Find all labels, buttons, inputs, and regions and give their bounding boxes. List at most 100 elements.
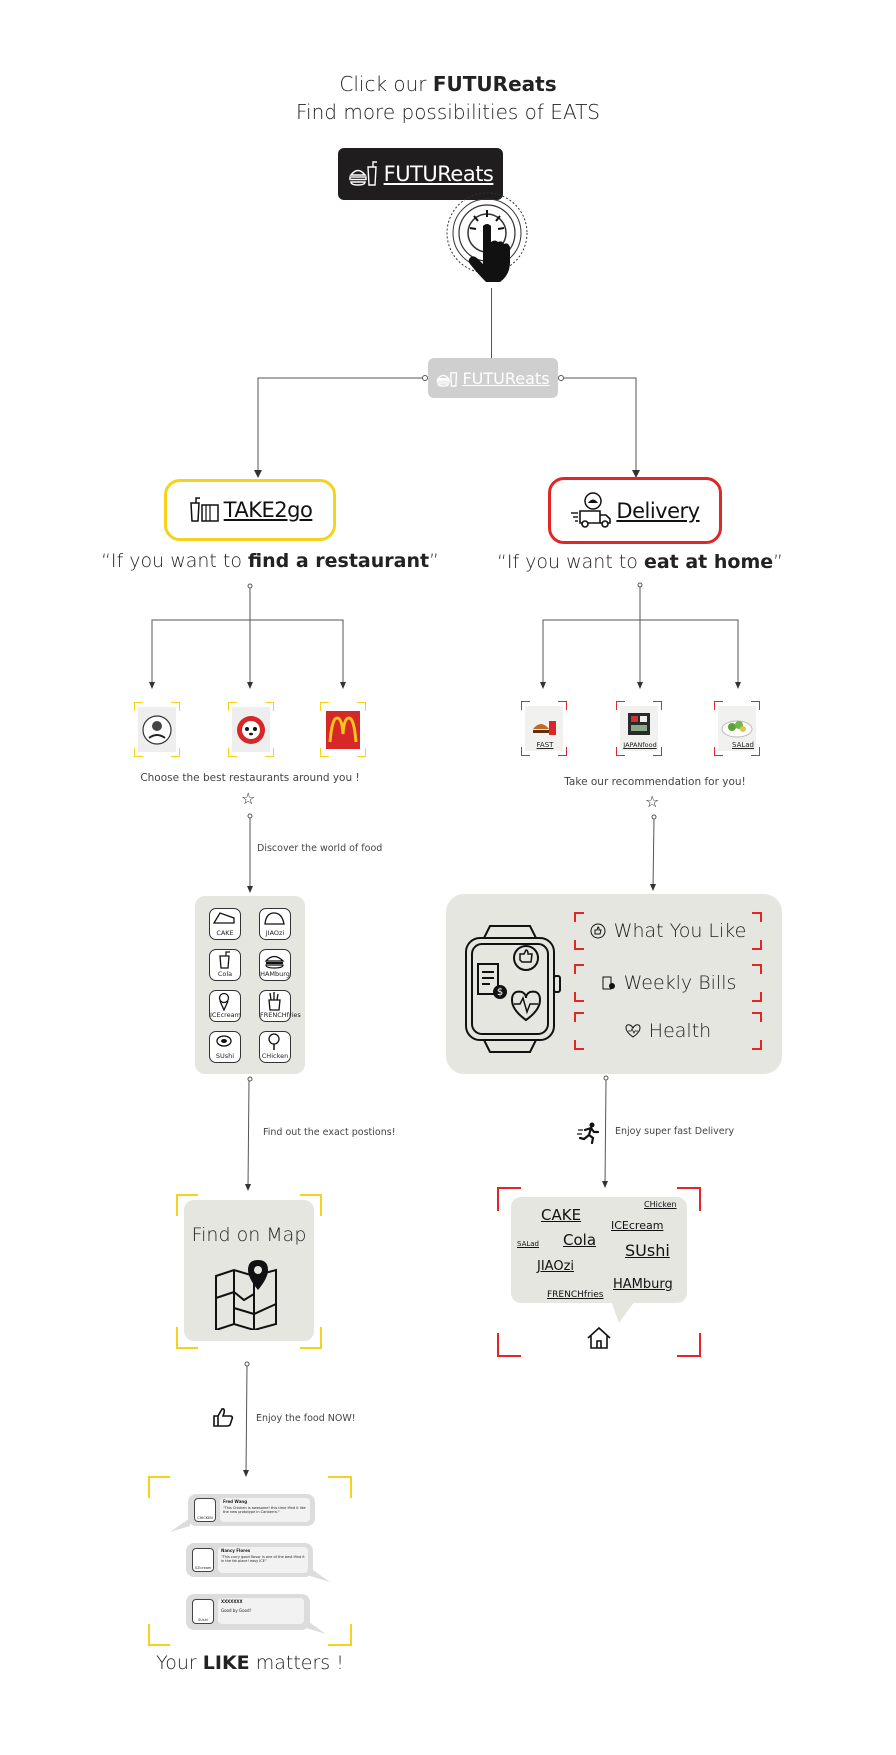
take2go-quote-bold: find a restaurant xyxy=(248,550,430,572)
food-tile-icecream[interactable]: ICEcream xyxy=(209,990,241,1022)
cloud-word-hamburg: HAMburg xyxy=(613,1277,673,1292)
food-label: SUshi xyxy=(215,1052,235,1060)
map-pin-icon xyxy=(215,1260,277,1330)
reviews-box xyxy=(148,1476,352,1646)
food-tile-jiaozi[interactable]: JIAOzi xyxy=(259,908,291,940)
fast-delivery-text: Enjoy super fast Delivery xyxy=(615,1126,735,1137)
review-body: Nancy Flores "This curry good flavor is … xyxy=(218,1547,308,1573)
food-label: Cola xyxy=(217,970,233,978)
choose-restaurants-text: Choose the best restaurants around you ! xyxy=(140,772,360,784)
recommend-thumb-japanfood[interactable]: JAPANfood xyxy=(615,700,663,757)
star-icon: ☆ xyxy=(241,789,256,808)
find-exact-text: Find out the exact postions! xyxy=(263,1127,396,1138)
restaurant-thumb-panda[interactable] xyxy=(227,701,275,758)
like-prefix: Your xyxy=(156,1652,203,1674)
bubble-tail xyxy=(170,1518,190,1532)
recommend-label-salad: SALad xyxy=(732,741,754,749)
food-tile-sushi[interactable]: SUshi xyxy=(209,1031,241,1063)
thumbs-up-icon xyxy=(590,923,606,939)
bill-icon xyxy=(602,976,615,990)
food-tile-cola[interactable]: Cola xyxy=(209,949,241,981)
food-label: JIAOzi xyxy=(265,929,285,937)
fries-icon xyxy=(268,992,281,1011)
option-health[interactable]: Health xyxy=(574,1012,762,1050)
futureats-hub: FUTUReats xyxy=(428,358,558,398)
kfc-logo-icon xyxy=(133,701,181,758)
review-bubble-2[interactable]: Nancy Flores "This curry good flavor is … xyxy=(186,1543,313,1577)
tap-hand-icon xyxy=(440,190,540,290)
cloud-word-salad: SALad xyxy=(517,1240,539,1248)
food-tile-chicken[interactable]: CHicken xyxy=(259,1031,291,1063)
cloud-word-chicken: CHicken xyxy=(644,1200,677,1209)
delivery-quote-prefix: “If you want to xyxy=(497,551,644,573)
recommend-thumb-salad[interactable]: SALad xyxy=(713,700,761,757)
mcdonalds-logo-icon xyxy=(319,701,367,758)
japan-food-icon xyxy=(615,700,663,757)
panda-express-logo-icon xyxy=(227,701,275,758)
review-icon-label: CHICKEN xyxy=(197,1516,213,1520)
take2go-quote-prefix: “If you want to xyxy=(101,550,249,572)
smartwatch-panel: $ xyxy=(446,894,782,1074)
like-bold: LIKE xyxy=(202,1652,250,1674)
review-bubble-3[interactable]: XXXXXXX Good by Good! SUshi xyxy=(186,1594,310,1630)
futureats-button-label: FUTUReats xyxy=(383,162,494,186)
review-icon-label: SUshi xyxy=(198,1618,208,1622)
review-text: Good by Good! xyxy=(221,1608,252,1613)
option-label-what-you-like: What You Like xyxy=(613,920,747,942)
futureats-button[interactable]: FUTUReats xyxy=(338,148,503,200)
connector-line xyxy=(491,288,492,358)
food-tile-hamburg[interactable]: HAMburg xyxy=(259,949,291,981)
home-icon xyxy=(587,1326,611,1349)
header-line-2: Find more possibilities of EATS xyxy=(296,100,600,124)
take2go-label: TAKE2go xyxy=(223,498,313,522)
heart-icon xyxy=(625,1024,641,1038)
food-label: HAMburg xyxy=(260,970,290,978)
like-suffix: matters ! xyxy=(249,1652,344,1674)
delivery-box[interactable]: Delivery xyxy=(548,477,722,544)
take2go-quote: “If you want to find a restaurant” xyxy=(100,550,440,572)
review-text: "This curry good flavor is one of the be… xyxy=(221,1555,305,1563)
food-tile-cake[interactable]: CAKE xyxy=(209,908,241,940)
futureats-hub-label: FUTUReats xyxy=(462,368,550,388)
sushi-icon xyxy=(216,1035,232,1047)
delivery-label: Delivery xyxy=(616,498,700,523)
running-courier-icon xyxy=(577,1122,601,1148)
delivery-quote: “If you want to eat at home” xyxy=(480,551,800,573)
header-line-1: Click our FUTUReats xyxy=(0,72,896,96)
map-title: Find on Map xyxy=(191,1224,307,1246)
recommend-thumb-fast[interactable]: FAST xyxy=(520,700,568,757)
food-label: CHicken xyxy=(261,1052,289,1060)
review-bubble-1[interactable]: Fred Wang "This Chicken is awesome! this… xyxy=(188,1494,315,1526)
restaurant-thumb-mcdonalds[interactable] xyxy=(319,701,367,758)
review-name: Nancy Flores xyxy=(221,1548,251,1553)
cloud-word-icecream: ICEcream xyxy=(611,1219,664,1232)
header-prefix: Click our xyxy=(339,72,433,96)
header-brand: FUTUReats xyxy=(432,72,557,96)
thumbs-up-icon xyxy=(213,1408,234,1427)
recommend-label-japanfood: JAPANfood xyxy=(623,741,657,749)
review-text: "This Chicken is awesome! this time Ifin… xyxy=(223,1506,306,1514)
option-label-health: Health xyxy=(648,1020,712,1042)
take2go-box[interactable]: TAKE2go xyxy=(164,479,336,541)
option-weekly-bills[interactable]: Weekly Bills xyxy=(574,964,762,1002)
salad-icon xyxy=(713,700,761,757)
red-bracket-frame xyxy=(574,1012,762,1050)
cake-icon xyxy=(212,912,235,924)
branch-connectors xyxy=(254,375,640,478)
restaurant-thumb-kfc[interactable] xyxy=(133,701,181,758)
burger-drink-icon xyxy=(437,372,458,387)
like-matters-text: Your LIKE matters ! xyxy=(100,1652,400,1674)
option-label-weekly-bills: Weekly Bills xyxy=(623,972,737,994)
review-food-icon: ICEcream xyxy=(192,1548,214,1572)
food-tile-frenchfries[interactable]: FRENCHfries xyxy=(259,990,301,1022)
review-food-icon: SUshi xyxy=(192,1599,214,1624)
bubble-tail xyxy=(310,1568,330,1582)
speech-bubble xyxy=(511,1197,687,1323)
hamburger-icon xyxy=(264,955,285,969)
option-what-you-like[interactable]: What You Like xyxy=(574,912,762,950)
red-bracket-frame xyxy=(574,912,762,950)
svg-text:$: $ xyxy=(497,987,503,998)
find-on-map-box[interactable]: Find on Map xyxy=(176,1194,322,1349)
food-menu-panel: CAKE JIAOzi Cola HAMburg ICEcream FRENCH… xyxy=(195,896,305,1074)
